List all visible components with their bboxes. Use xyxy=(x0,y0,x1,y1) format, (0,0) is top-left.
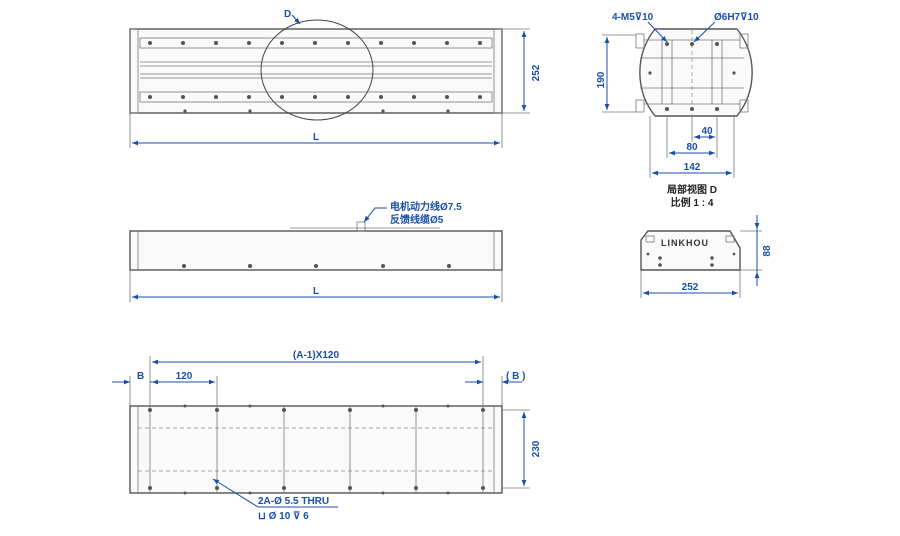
dim-142: 142 xyxy=(684,162,701,173)
detail-view-holes xyxy=(648,42,736,111)
top-view-rail-upper xyxy=(139,37,493,49)
end-view-height-dim: 88 xyxy=(762,245,773,257)
end-view-logo: LINKHOU xyxy=(661,238,709,248)
top-view-length-dim: L xyxy=(313,132,319,143)
thread-note: 4-M5⊽10 xyxy=(612,12,654,23)
detail-view-section xyxy=(639,28,753,117)
bottom-view-hole-centerlines xyxy=(149,406,484,493)
bottom-view: (A-1)X120 120 B ( B ) 230 2A-Ø 5.5 THRU … xyxy=(112,350,542,522)
pin-note: Ø6H7⊽10 xyxy=(714,12,759,23)
detail-view-title: 局部视图 D xyxy=(666,183,717,196)
detail-view-scale: 比例 1 : 4 xyxy=(671,196,714,209)
detail-d-label: D xyxy=(284,9,291,20)
detail-d-circle xyxy=(260,19,374,121)
bottom-view-body xyxy=(129,405,503,494)
top-view-bolt-holes xyxy=(148,41,482,113)
dim-80: 80 xyxy=(686,142,698,153)
top-view: D 252 L xyxy=(129,9,542,148)
side-view-bolt-holes xyxy=(182,264,451,268)
pitch-single-dim: 120 xyxy=(176,371,193,382)
hole-note-counterbore: ⊔ Ø 10 ⊽ 6 xyxy=(258,511,309,522)
cable-note-feedback: 反馈线缆Ø5 xyxy=(390,213,444,226)
detail-view: 4-M5⊽10 Ø6H7⊽10 190 40 80 142 局部视图 D 比例 … xyxy=(596,12,759,209)
b-right-dim: ( B ) xyxy=(506,371,525,382)
hole-note-thru: 2A-Ø 5.5 THRU xyxy=(258,496,329,507)
pitch-total-dim: (A-1)X120 xyxy=(293,350,340,361)
detail-height-dim: 190 xyxy=(596,71,607,88)
side-view-body xyxy=(129,230,503,271)
cable-connector xyxy=(356,221,366,232)
top-view-height-dim: 252 xyxy=(531,64,542,81)
end-view-body xyxy=(640,230,741,271)
top-view-rail-lower xyxy=(139,91,493,103)
top-view-end-right xyxy=(493,28,503,114)
dim-40: 40 xyxy=(701,126,713,137)
bottom-view-mount-holes xyxy=(148,404,485,495)
bottom-view-width-dim: 230 xyxy=(531,440,542,457)
top-view-end-left xyxy=(129,28,139,114)
end-view-width-dim: 252 xyxy=(682,282,699,293)
b-left-dim: B xyxy=(137,371,144,382)
side-view: 电机动力线Ø7.5 反馈线缆Ø5 L xyxy=(129,200,503,302)
side-view-length-dim: L xyxy=(313,286,319,297)
cable-note-power: 电机动力线Ø7.5 xyxy=(390,200,462,213)
end-view: LINKHOU 88 252 xyxy=(640,215,773,298)
